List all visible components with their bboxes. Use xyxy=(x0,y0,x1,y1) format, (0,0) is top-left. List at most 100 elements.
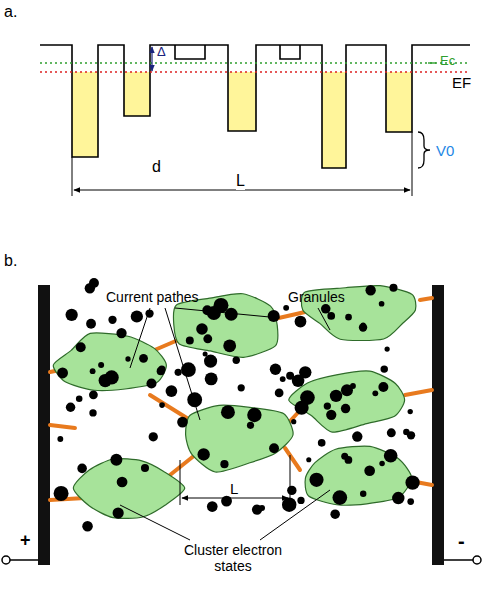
panel-letter: b. xyxy=(4,252,17,270)
granule xyxy=(389,284,397,292)
granule xyxy=(82,521,93,532)
annotation-label: L xyxy=(230,480,238,497)
granule xyxy=(220,460,228,468)
granule xyxy=(269,443,279,453)
granule xyxy=(360,491,366,497)
granule xyxy=(332,490,347,505)
granule xyxy=(408,409,413,414)
ec-tick xyxy=(428,62,436,63)
granule xyxy=(157,367,165,375)
granule xyxy=(221,496,232,507)
granule xyxy=(291,419,296,424)
granule xyxy=(166,385,178,397)
current-path xyxy=(285,448,300,470)
granule xyxy=(287,486,296,495)
granule xyxy=(186,337,194,345)
granule xyxy=(207,306,221,320)
granule xyxy=(365,285,375,295)
granule xyxy=(175,369,182,376)
granule xyxy=(113,507,124,518)
granule xyxy=(403,429,409,435)
depth-brace xyxy=(418,132,430,168)
granule xyxy=(364,465,375,476)
granule xyxy=(238,384,245,391)
annotation-label: L xyxy=(236,172,245,190)
granule xyxy=(205,372,218,385)
granule xyxy=(197,448,209,460)
granule xyxy=(309,473,323,487)
granule xyxy=(57,436,63,442)
granule xyxy=(66,309,78,321)
granule xyxy=(259,505,265,511)
annotation-label: EF xyxy=(452,74,471,91)
granule xyxy=(57,368,68,379)
annotation-label: Cluster electron states xyxy=(168,542,298,574)
granule xyxy=(77,464,87,474)
granule xyxy=(223,339,236,352)
granule xyxy=(270,364,281,375)
granule xyxy=(330,390,342,402)
granule xyxy=(54,486,69,501)
granule xyxy=(204,355,217,368)
granule xyxy=(221,405,235,419)
current-path xyxy=(50,498,85,500)
granule xyxy=(379,461,385,467)
granule xyxy=(345,314,352,321)
granule xyxy=(341,404,350,413)
current-path xyxy=(50,425,75,428)
granule xyxy=(117,477,128,488)
granule xyxy=(387,428,396,437)
granule xyxy=(330,509,339,518)
granule xyxy=(247,408,261,422)
fermi-level xyxy=(40,71,470,72)
dimension-tick xyxy=(180,460,181,505)
granule xyxy=(299,366,311,378)
panel-letter: a. xyxy=(4,3,17,21)
granule xyxy=(181,362,196,377)
annotation-label: + xyxy=(20,530,31,551)
terminal-wire xyxy=(9,559,38,561)
granule xyxy=(159,402,165,408)
granule xyxy=(324,402,331,409)
granule xyxy=(297,497,304,504)
granule xyxy=(341,384,353,396)
granule xyxy=(286,372,294,380)
granule xyxy=(306,457,311,462)
granule xyxy=(110,454,122,466)
granule xyxy=(392,492,404,504)
granule xyxy=(89,390,98,399)
granule xyxy=(187,392,202,407)
granule xyxy=(380,365,387,372)
filled-well xyxy=(386,72,412,132)
granule xyxy=(146,378,156,388)
gap-arrow xyxy=(151,47,152,71)
leader-line xyxy=(318,308,330,330)
granule xyxy=(149,432,158,441)
granule xyxy=(379,301,385,307)
annotation-label: Ec xyxy=(440,54,455,69)
granule xyxy=(66,403,75,412)
granule xyxy=(86,319,96,329)
granular-film xyxy=(2,278,481,565)
granule xyxy=(98,362,104,368)
dimension-line xyxy=(182,498,288,499)
granule xyxy=(352,431,362,441)
granule xyxy=(125,356,130,361)
granule xyxy=(131,310,143,322)
granule xyxy=(90,368,96,374)
granule xyxy=(318,439,326,447)
current-path xyxy=(405,390,432,395)
current-path xyxy=(170,455,195,475)
annotation-label: Δ xyxy=(157,45,166,60)
granule xyxy=(139,354,148,363)
granule xyxy=(280,376,286,382)
granule xyxy=(341,453,348,460)
granule xyxy=(321,304,331,314)
terminal xyxy=(2,556,10,564)
filled-well xyxy=(228,72,256,131)
granule xyxy=(283,305,289,311)
granule xyxy=(141,464,149,472)
granule xyxy=(196,323,208,335)
granule xyxy=(407,498,414,505)
granule xyxy=(384,449,398,463)
